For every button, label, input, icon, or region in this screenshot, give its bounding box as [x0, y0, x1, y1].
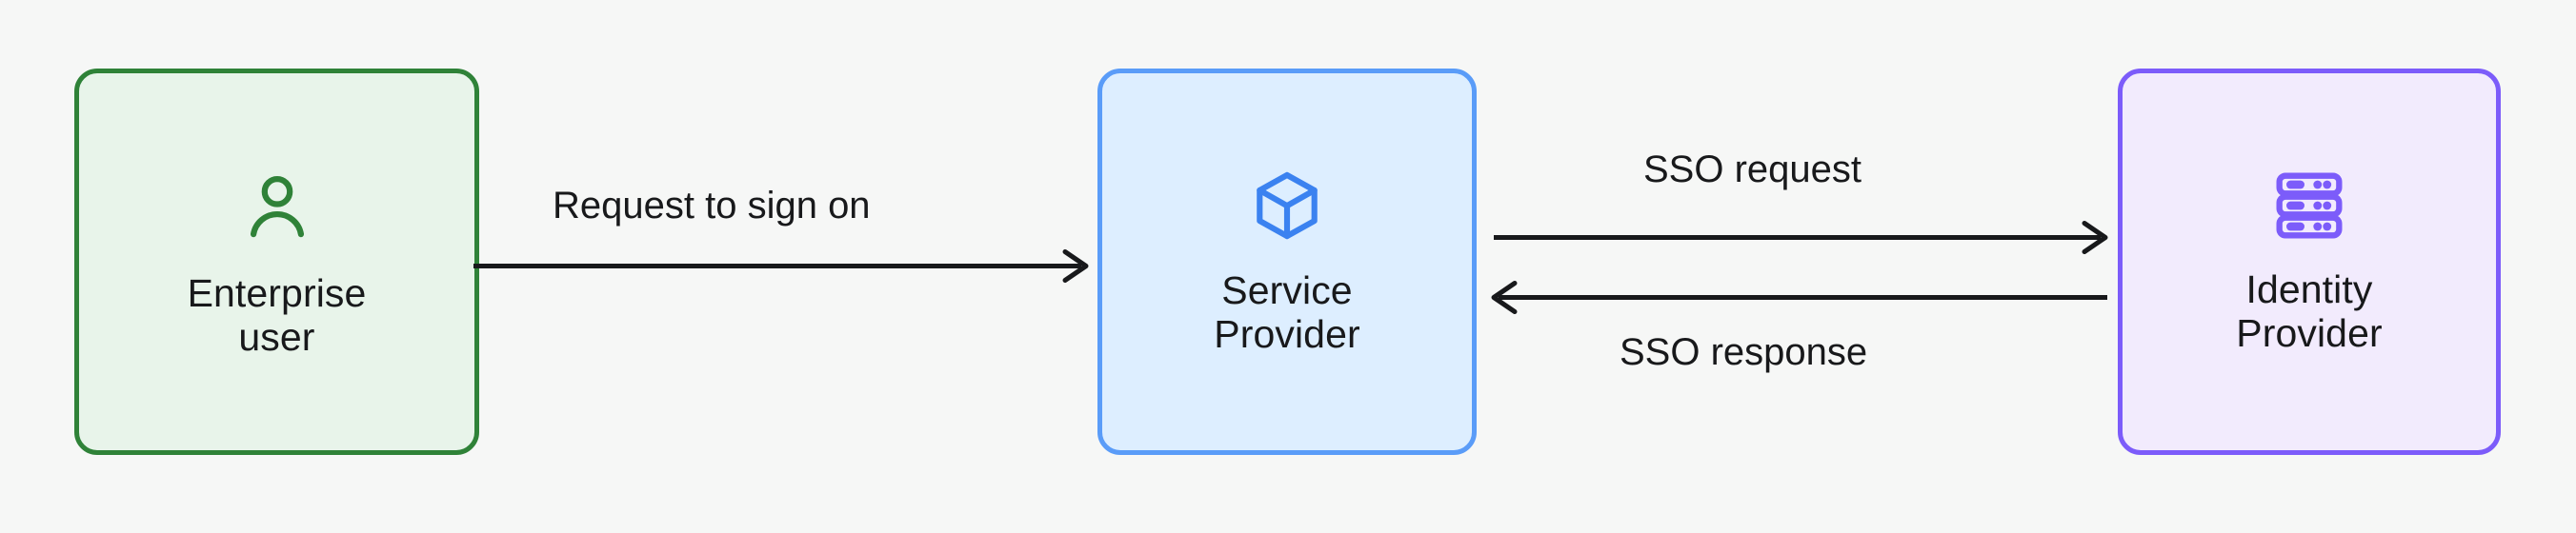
user-icon: [235, 164, 319, 247]
edge-sso-response-arrow: [1491, 281, 2107, 314]
node-label: Identity Provider: [2236, 267, 2383, 355]
edge-label-request-sign-on: Request to sign on: [553, 185, 871, 227]
edge-label-sso-request: SSO request: [1643, 148, 1862, 190]
cube-icon: [1248, 167, 1326, 245]
node-identity-provider[interactable]: Identity Provider: [2118, 69, 2501, 455]
edge-label-sso-response: SSO response: [1620, 331, 1868, 373]
node-label: Service Provider: [1214, 268, 1360, 356]
node-enterprise-user[interactable]: Enterprise user: [74, 69, 479, 455]
edge-sso-request-arrow: [1494, 221, 2108, 254]
edge-request-sign-on-arrow: [473, 249, 1089, 283]
node-service-provider[interactable]: Service Provider: [1097, 69, 1477, 455]
server-icon: [2271, 168, 2347, 244]
node-label: Enterprise user: [187, 271, 367, 359]
